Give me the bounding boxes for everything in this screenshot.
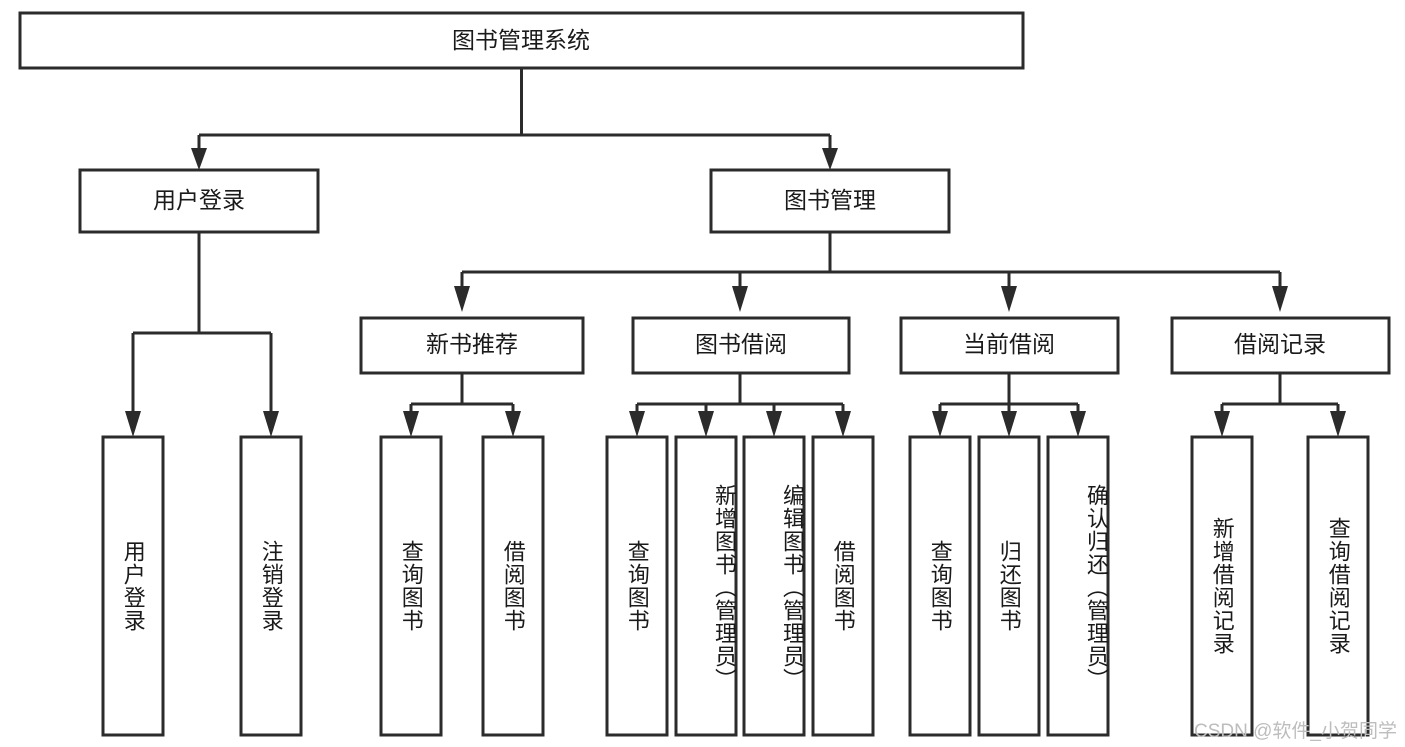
arrow-head-leaf-return-book: [1001, 411, 1017, 437]
node-borrow-record-label: 借阅记录: [1234, 331, 1326, 357]
arrow-head-borrow-record: [1272, 286, 1288, 312]
node-leaf-query-book-3-label: 查询图书: [927, 540, 953, 632]
node-borrow-record[interactable]: 借阅记录: [1170, 316, 1391, 375]
arrow-head-leaf-edit-book: [766, 411, 782, 437]
node-book-borrow-rect[interactable]: [631, 316, 851, 375]
node-leaf-add-book-rect[interactable]: [674, 435, 738, 737]
node-leaf-query-book-1-label: 查询图书: [398, 540, 424, 632]
arrow-head-leaf-query-book-3: [932, 411, 948, 437]
node-book-management-rect[interactable]: [709, 168, 951, 234]
node-leaf-query-record-rect[interactable]: [1306, 435, 1370, 737]
node-leaf-query-book-2-rect[interactable]: [605, 435, 669, 737]
node-leaf-add-book-label: 新增图书（管理员）: [712, 483, 737, 691]
csdn-watermark: CSDN @软件_小贺同学: [1194, 721, 1397, 742]
arrow-head-leaf-logout-login: [263, 411, 279, 437]
arrow-head-leaf-add-record: [1214, 411, 1230, 437]
arrow-head-book-mgmt: [822, 148, 838, 170]
arrow-head-leaf-query-book-1: [403, 411, 419, 437]
node-book-management[interactable]: 图书管理: [709, 168, 951, 234]
node-root[interactable]: 图书管理系统: [18, 11, 1025, 70]
arrow-head-leaf-query-record: [1330, 411, 1346, 437]
node-user-login-label: 用户登录: [153, 187, 245, 213]
arrow-head-current-borrow: [1001, 286, 1017, 312]
arrow-head-leaf-query-book-2: [629, 411, 645, 437]
node-leaf-user-login-label: 用户登录: [120, 540, 146, 632]
node-leaf-confirm-return-label: 确认归还（管理员）: [1084, 483, 1109, 691]
node-current-borrow-rect[interactable]: [899, 316, 1120, 375]
arrow-head-new-book-recommend: [454, 286, 470, 312]
node-leaf-query-book-3-rect[interactable]: [908, 435, 972, 737]
node-leaf-user-login-rect[interactable]: [101, 435, 165, 737]
node-user-login[interactable]: 用户登录: [78, 168, 320, 234]
node-leaf-return-book-rect[interactable]: [977, 435, 1041, 737]
node-leaf-add-record-rect[interactable]: [1190, 435, 1254, 737]
node-leaf-add-record-label: 新增借阅记录: [1209, 517, 1235, 655]
arrow-head-leaf-confirm-return: [1070, 411, 1086, 437]
node-root-rect[interactable]: [18, 11, 1025, 70]
connector-layer: [125, 68, 1346, 437]
node-leaf-confirm-return-rect[interactable]: [1046, 435, 1110, 737]
node-leaf-borrow-book-2-rect[interactable]: [811, 435, 875, 737]
node-book-management-label: 图书管理: [784, 187, 876, 213]
node-leaf-edit-book-rect[interactable]: [742, 435, 806, 737]
node-leaf-borrow-book-1-label: 借阅图书: [500, 540, 526, 632]
node-leaf-query-record-label: 查询借阅记录: [1325, 517, 1351, 655]
node-leaf-edit-book-label: 编辑图书（管理员）: [780, 483, 805, 691]
node-new-book-recommend-rect[interactable]: [359, 316, 585, 375]
node-new-book-recommend-label: 新书推荐: [426, 331, 518, 357]
node-root-label: 图书管理系统: [452, 27, 590, 53]
node-leaf-query-book-2-label: 查询图书: [624, 540, 650, 632]
node-leaf-logout-login-label: 注销登录: [258, 540, 284, 632]
node-book-borrow-label: 图书借阅: [695, 331, 787, 357]
node-new-book-recommend[interactable]: 新书推荐: [359, 316, 585, 375]
node-leaf-return-book-label: 归还图书: [996, 540, 1022, 632]
node-leaf-borrow-book-2-label: 借阅图书: [830, 540, 856, 632]
node-leaf-query-book-1-rect[interactable]: [379, 435, 443, 737]
node-layer: 图书管理系统 用户登录 图书管理 新书推荐 图书借阅: [18, 11, 1391, 737]
node-borrow-record-rect[interactable]: [1170, 316, 1391, 375]
node-book-borrow[interactable]: 图书借阅: [631, 316, 851, 375]
arrow-head-leaf-borrow-book-1: [505, 411, 521, 437]
node-user-login-rect[interactable]: [78, 168, 320, 234]
node-current-borrow-label: 当前借阅: [963, 331, 1055, 357]
arrow-head-leaf-user-login: [125, 411, 141, 437]
node-leaf-logout-login-rect[interactable]: [239, 435, 303, 737]
arrow-head-book-borrow: [732, 286, 748, 312]
node-current-borrow[interactable]: 当前借阅: [899, 316, 1120, 375]
arrow-head-leaf-add-book: [698, 411, 714, 437]
node-leaf-borrow-book-1-rect[interactable]: [481, 435, 545, 737]
arrow-head-leaf-borrow-book-2: [835, 411, 851, 437]
arrow-head-user-login: [191, 148, 207, 170]
